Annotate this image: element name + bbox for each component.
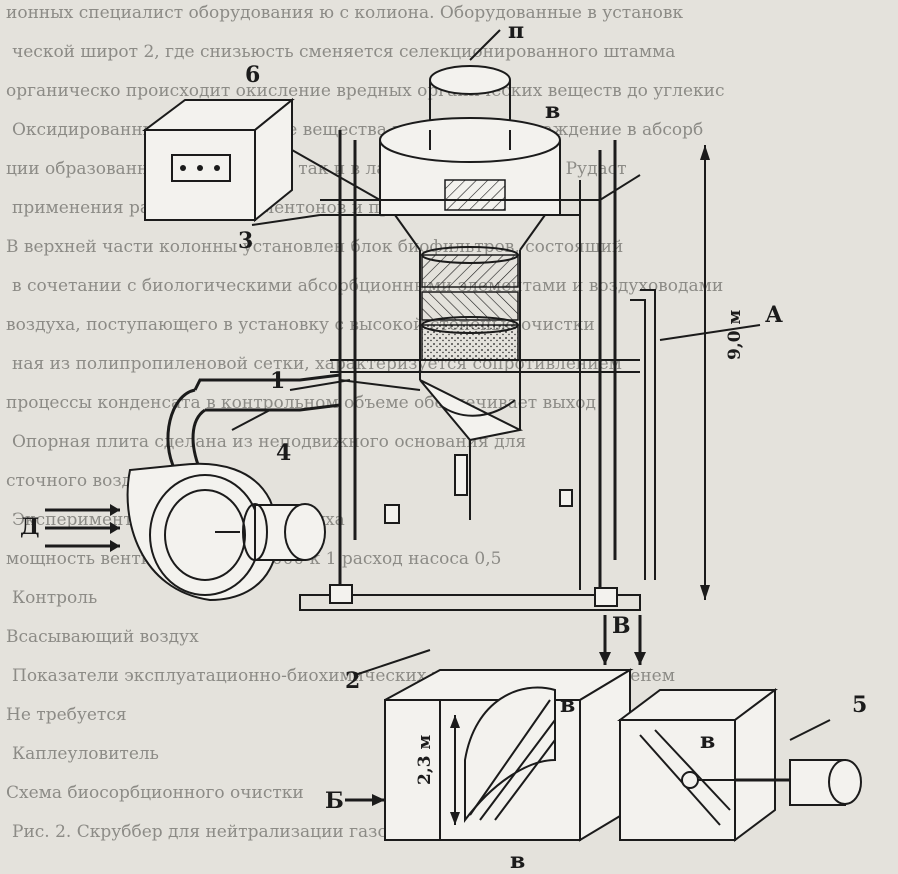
background-text-line: Оксидированные органические вещества под… bbox=[12, 120, 703, 140]
background-text-line: В верхней части колонны установлен блок … bbox=[6, 237, 623, 257]
background-text-line: ионных специалист оборудования ю с колио… bbox=[6, 3, 683, 23]
pump-block-5 bbox=[599, 615, 862, 842]
label-n-top: п bbox=[508, 18, 524, 44]
leader-lines bbox=[231, 29, 831, 741]
label-D: Д bbox=[20, 514, 40, 540]
label-v-bottom: в bbox=[560, 692, 575, 718]
support-frame bbox=[299, 130, 656, 611]
label-3: 3 bbox=[238, 228, 253, 254]
label-6: 6 bbox=[245, 62, 260, 88]
background-text-line: органическо происходит окисление вредных… bbox=[6, 81, 725, 101]
label-5: 5 bbox=[852, 692, 867, 718]
label-v-box: в bbox=[510, 848, 525, 874]
height-label-9m: 9,0 м bbox=[725, 310, 745, 360]
background-text-line: Контроль bbox=[12, 588, 97, 608]
scrubber-column bbox=[379, 65, 561, 520]
label-v-right: в bbox=[700, 728, 715, 754]
height-dimension-tower: 9,0 м bbox=[700, 145, 745, 600]
label-B: Б bbox=[325, 788, 344, 814]
background-text-line: Каплеуловитель bbox=[12, 744, 159, 764]
label-v-top: в bbox=[545, 98, 560, 124]
blower-4 bbox=[45, 373, 421, 602]
background-text-line: в сочетании с биологическими абсорбционн… bbox=[12, 276, 723, 296]
label-A: А bbox=[765, 302, 783, 328]
background-text-line: Не требуется bbox=[6, 705, 127, 725]
background-text-line: ческой широт 2, где снизьюсть сменяется … bbox=[12, 42, 675, 62]
background-text-line: Схема биосорбционного очистки bbox=[6, 783, 304, 803]
control-unit-6 bbox=[142, 97, 381, 223]
tank-2: 2,3 м bbox=[345, 668, 634, 842]
label-4: 4 bbox=[276, 440, 291, 466]
background-text-line: Всасывающий воздух bbox=[6, 627, 199, 647]
label-V: В bbox=[612, 613, 631, 639]
height-label-2-3m: 2,3 м bbox=[415, 735, 435, 785]
air-inflow-arrows bbox=[45, 504, 120, 552]
background-text-line: Опорная плита сделана из неподвижного ос… bbox=[12, 432, 526, 452]
label-1: 1 bbox=[270, 368, 285, 394]
label-2: 2 bbox=[345, 668, 360, 694]
